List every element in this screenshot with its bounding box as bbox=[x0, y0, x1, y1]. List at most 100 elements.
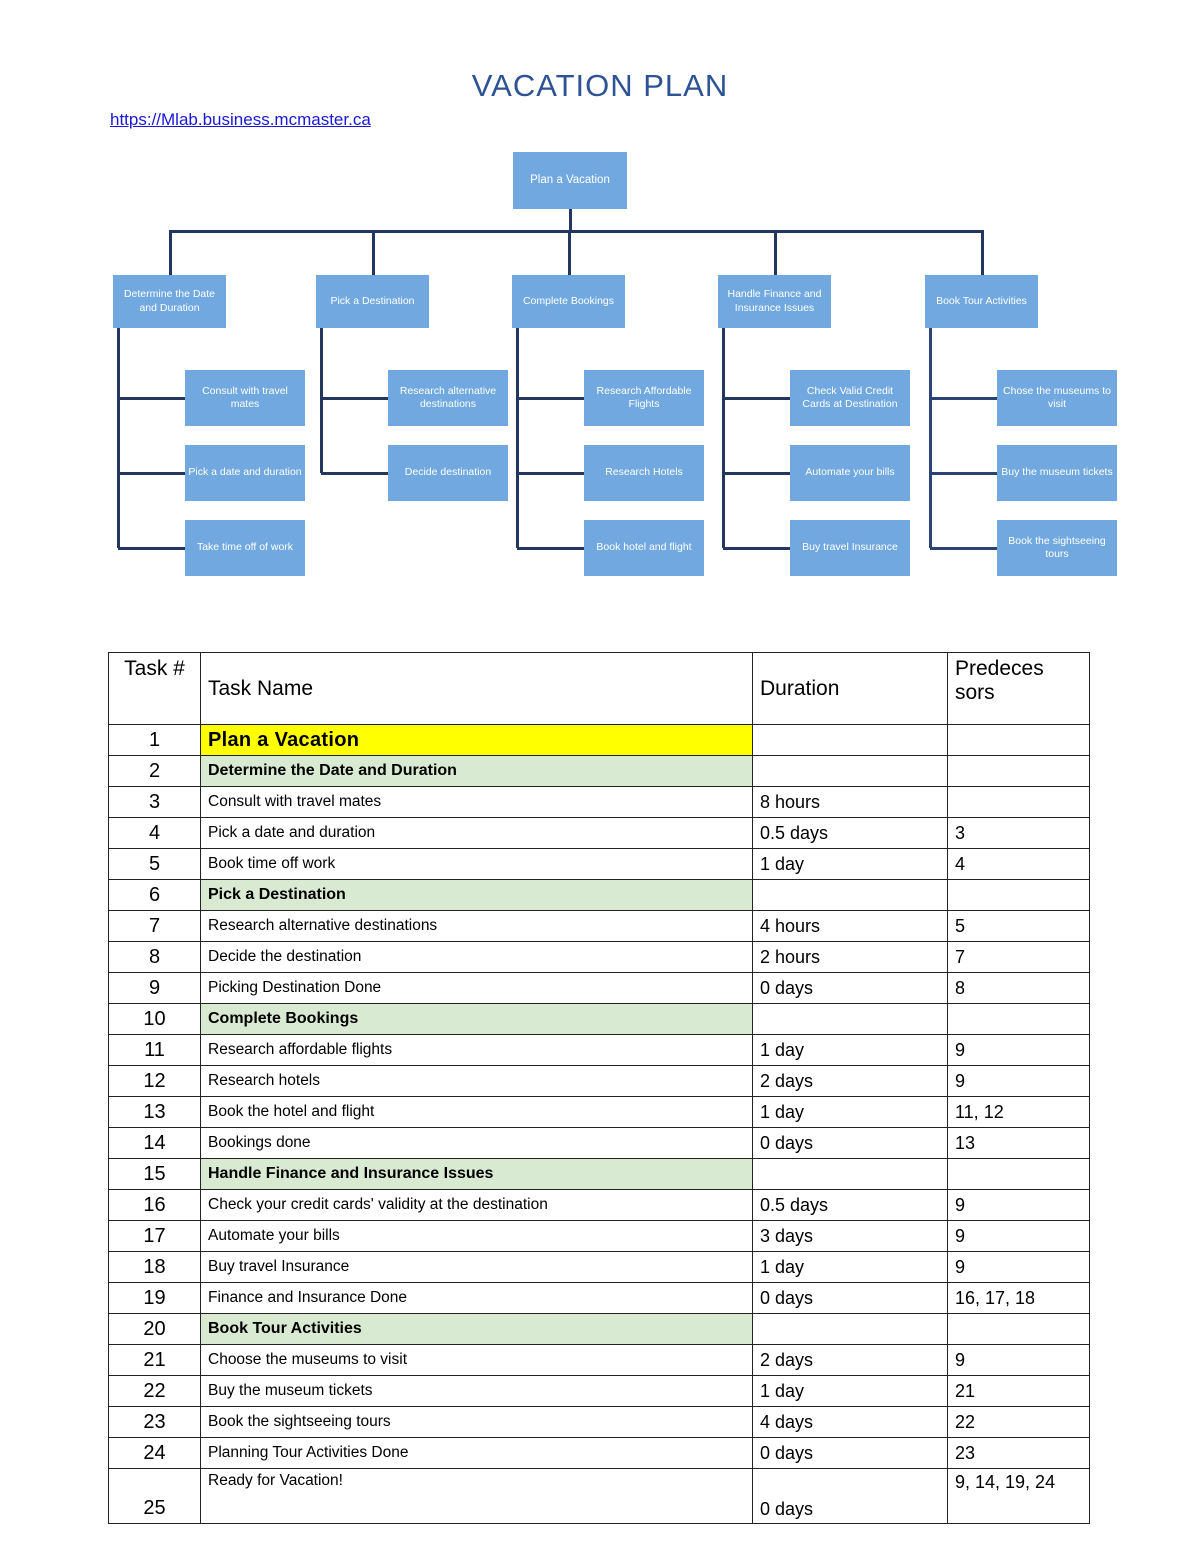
connector-line bbox=[371, 230, 375, 275]
org-node-branch-4[interactable]: Handle Finance and Insurance Issues bbox=[718, 275, 831, 328]
org-node-branch-3-child-2[interactable]: Research Hotels bbox=[584, 445, 704, 501]
org-node-branch-4-child-3[interactable]: Buy travel Insurance bbox=[790, 520, 910, 576]
connector-line bbox=[117, 328, 120, 548]
org-node-root[interactable]: Plan a Vacation bbox=[513, 152, 627, 209]
cell-num: 19 bbox=[108, 1282, 201, 1314]
org-node-branch-5-child-2[interactable]: Buy the museum tickets bbox=[997, 445, 1117, 501]
cell-num: 14 bbox=[108, 1127, 201, 1159]
cell-duration: 2 hours bbox=[752, 941, 948, 973]
cell-duration: 2 days bbox=[752, 1065, 948, 1097]
org-node-branch-1-child-2[interactable]: Pick a date and duration bbox=[185, 445, 305, 501]
cell-duration bbox=[752, 879, 948, 911]
cell-num: 8 bbox=[108, 941, 201, 973]
cell-predecessors: 9 bbox=[947, 1034, 1090, 1066]
cell-predecessors bbox=[947, 786, 1090, 818]
cell-num: 18 bbox=[108, 1251, 201, 1283]
table-header-row: Task # Task Name Duration Predeces sors bbox=[108, 652, 1090, 725]
cell-duration: 0 days bbox=[752, 1468, 948, 1524]
connector-line bbox=[930, 472, 997, 475]
cell-name: Book Tour Activities bbox=[200, 1313, 753, 1345]
connector-line bbox=[517, 397, 584, 400]
cell-name: Picking Destination Done bbox=[200, 972, 753, 1004]
cell-predecessors: 7 bbox=[947, 941, 1090, 973]
cell-num: 2 bbox=[108, 755, 201, 787]
cell-name: Bookings done bbox=[200, 1127, 753, 1159]
column-header-task-name: Task Name bbox=[200, 652, 753, 725]
cell-duration: 1 day bbox=[752, 1375, 948, 1407]
cell-duration: 0.5 days bbox=[752, 1189, 948, 1221]
org-node-branch-5[interactable]: Book Tour Activities bbox=[925, 275, 1038, 328]
cell-name: Buy the museum tickets bbox=[200, 1375, 753, 1407]
org-node-branch-1-child-3[interactable]: Take time off of work bbox=[185, 520, 305, 576]
org-node-branch-5-child-3[interactable]: Book the sightseeing tours bbox=[997, 520, 1117, 576]
cell-predecessors: 8 bbox=[947, 972, 1090, 1004]
cell-predecessors: 5 bbox=[947, 910, 1090, 942]
cell-predecessors: 9 bbox=[947, 1065, 1090, 1097]
cell-predecessors: 21 bbox=[947, 1375, 1090, 1407]
source-link[interactable]: https://Mlab.business.mcmaster.ca bbox=[110, 110, 371, 129]
cell-num: 10 bbox=[108, 1003, 201, 1035]
cell-predecessors: 9 bbox=[947, 1189, 1090, 1221]
org-node-branch-1-child-1[interactable]: Consult with travel mates bbox=[185, 370, 305, 426]
connector-line bbox=[723, 547, 790, 550]
connector-line bbox=[517, 472, 584, 475]
cell-duration: 0 days bbox=[752, 1282, 948, 1314]
cell-duration bbox=[752, 1158, 948, 1190]
connector-line bbox=[569, 209, 572, 230]
cell-num: 13 bbox=[108, 1096, 201, 1128]
task-table-container: Task # Task Name Duration Predeces sors … bbox=[108, 652, 1090, 1524]
cell-duration: 4 hours bbox=[752, 910, 948, 942]
org-node-branch-4-child-1[interactable]: Check Valid Credit Cards at Destination bbox=[790, 370, 910, 426]
org-node-branch-2-child-1[interactable]: Research alternative destinations bbox=[388, 370, 508, 426]
org-node-branch-3-child-3[interactable]: Book hotel and flight bbox=[584, 520, 704, 576]
cell-predecessors: 4 bbox=[947, 848, 1090, 880]
connector-line bbox=[930, 547, 997, 550]
org-node-branch-1[interactable]: Determine the Date and Duration bbox=[113, 275, 226, 328]
org-node-branch-2-child-2[interactable]: Decide destination bbox=[388, 445, 508, 501]
org-node-branch-5-child-1[interactable]: Chose the museums to visit bbox=[997, 370, 1117, 426]
org-node-branch-3-child-1[interactable]: Research Affordable Flights bbox=[584, 370, 704, 426]
org-node-branch-2[interactable]: Pick a Destination bbox=[316, 275, 429, 328]
cell-name: Pick a date and duration bbox=[200, 817, 753, 849]
connector-line bbox=[168, 230, 983, 233]
cell-predecessors: 9, 14, 19, 24 bbox=[947, 1468, 1090, 1524]
org-node-branch-4-child-2[interactable]: Automate your bills bbox=[790, 445, 910, 501]
cell-name: Ready for Vacation! bbox=[200, 1468, 753, 1524]
connector-line bbox=[118, 472, 185, 475]
cell-num: 16 bbox=[108, 1189, 201, 1221]
cell-name: Pick a Destination bbox=[200, 879, 753, 911]
cell-predecessors: 9 bbox=[947, 1251, 1090, 1283]
cell-name: Research affordable flights bbox=[200, 1034, 753, 1066]
cell-name: Determine the Date and Duration bbox=[200, 755, 753, 787]
org-node-branch-3[interactable]: Complete Bookings bbox=[512, 275, 625, 328]
cell-predecessors: 3 bbox=[947, 817, 1090, 849]
cell-duration bbox=[752, 1313, 948, 1345]
connector-line bbox=[722, 328, 725, 548]
